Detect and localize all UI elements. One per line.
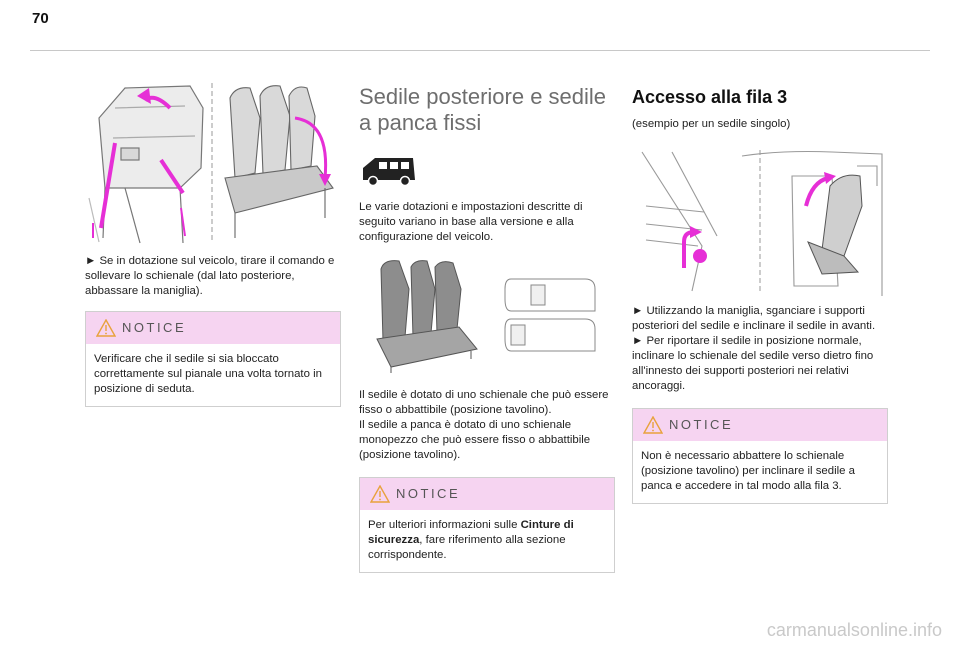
notice-text: Non è necessario abbattere lo schienale … <box>641 450 856 492</box>
notice-title: NOTICE <box>396 486 461 501</box>
notice-header: NOTICE <box>633 409 887 441</box>
column-middle: Sedile posteriore e sedile a panca fissi… <box>359 78 615 573</box>
section-heading-line1: Sedile posteriore e sedile <box>359 84 607 109</box>
description-text-2: Il sedile a panca è dotato di uno schien… <box>359 419 591 461</box>
column-right: Accesso alla fila 3 (esempio per un sedi… <box>632 78 888 504</box>
warning-triangle-icon <box>643 416 663 434</box>
section-heading: Accesso alla fila 3 <box>632 87 788 107</box>
instruction-text-2: ► Per riportare il sedile in posizione n… <box>632 335 874 392</box>
intro-text: Le varie dotazioni e impostazioni descri… <box>359 201 583 243</box>
description-text-1: Il sedile è dotato di uno schienale che … <box>359 389 609 416</box>
section-heading: Sedile posteriore e sedile a panca fissi <box>359 84 615 136</box>
seat-lever-illustration <box>85 78 341 246</box>
instruction-text: ► Se in dotazione sul veicolo, tirare il… <box>85 255 335 297</box>
notice-box: NOTICE Non è necessario abbattere lo sch… <box>632 408 888 504</box>
notice-text: Per ulteriori informazioni sulle Cinture… <box>360 510 614 572</box>
notice-header: NOTICE <box>86 312 340 344</box>
warning-triangle-icon <box>370 485 390 503</box>
magenta-arrow-icon <box>682 172 836 268</box>
column-left: ► Se in dotazione sul veicolo, tirare il… <box>85 78 341 407</box>
notice-text: Verificare che il sedile si sia bloccato… <box>94 353 322 395</box>
notice-box: NOTICE Verificare che il sedile si sia b… <box>85 311 341 407</box>
row3-access-illustration <box>632 146 888 296</box>
notice-text-after: , fare riferimento alla sezione corrispo… <box>368 534 566 561</box>
notice-text-before: Per ulteriori informazioni sulle <box>368 519 521 531</box>
notice-title: NOTICE <box>122 320 187 335</box>
notice-header: NOTICE <box>360 478 614 510</box>
van-icon <box>359 154 615 190</box>
bench-seat-illustration <box>359 259 615 374</box>
instruction-text-1: ► Utilizzando la maniglia, sganciare i s… <box>632 305 876 332</box>
subheading: (esempio per un sedile singolo) <box>632 118 791 130</box>
footer-watermark[interactable]: carmanualsonline.info <box>766 620 942 640</box>
header-divider <box>30 50 930 51</box>
notice-title: NOTICE <box>669 417 734 432</box>
notice-box: NOTICE Per ulteriori informazioni sulle … <box>359 477 615 573</box>
warning-triangle-icon <box>96 319 116 337</box>
seatbelt-reference: Cinture di sicurezza <box>368 519 574 546</box>
section-heading-line2: a panca fissi <box>359 110 482 135</box>
page-number: 70 <box>32 10 49 27</box>
magenta-arrow-icon <box>92 88 331 238</box>
